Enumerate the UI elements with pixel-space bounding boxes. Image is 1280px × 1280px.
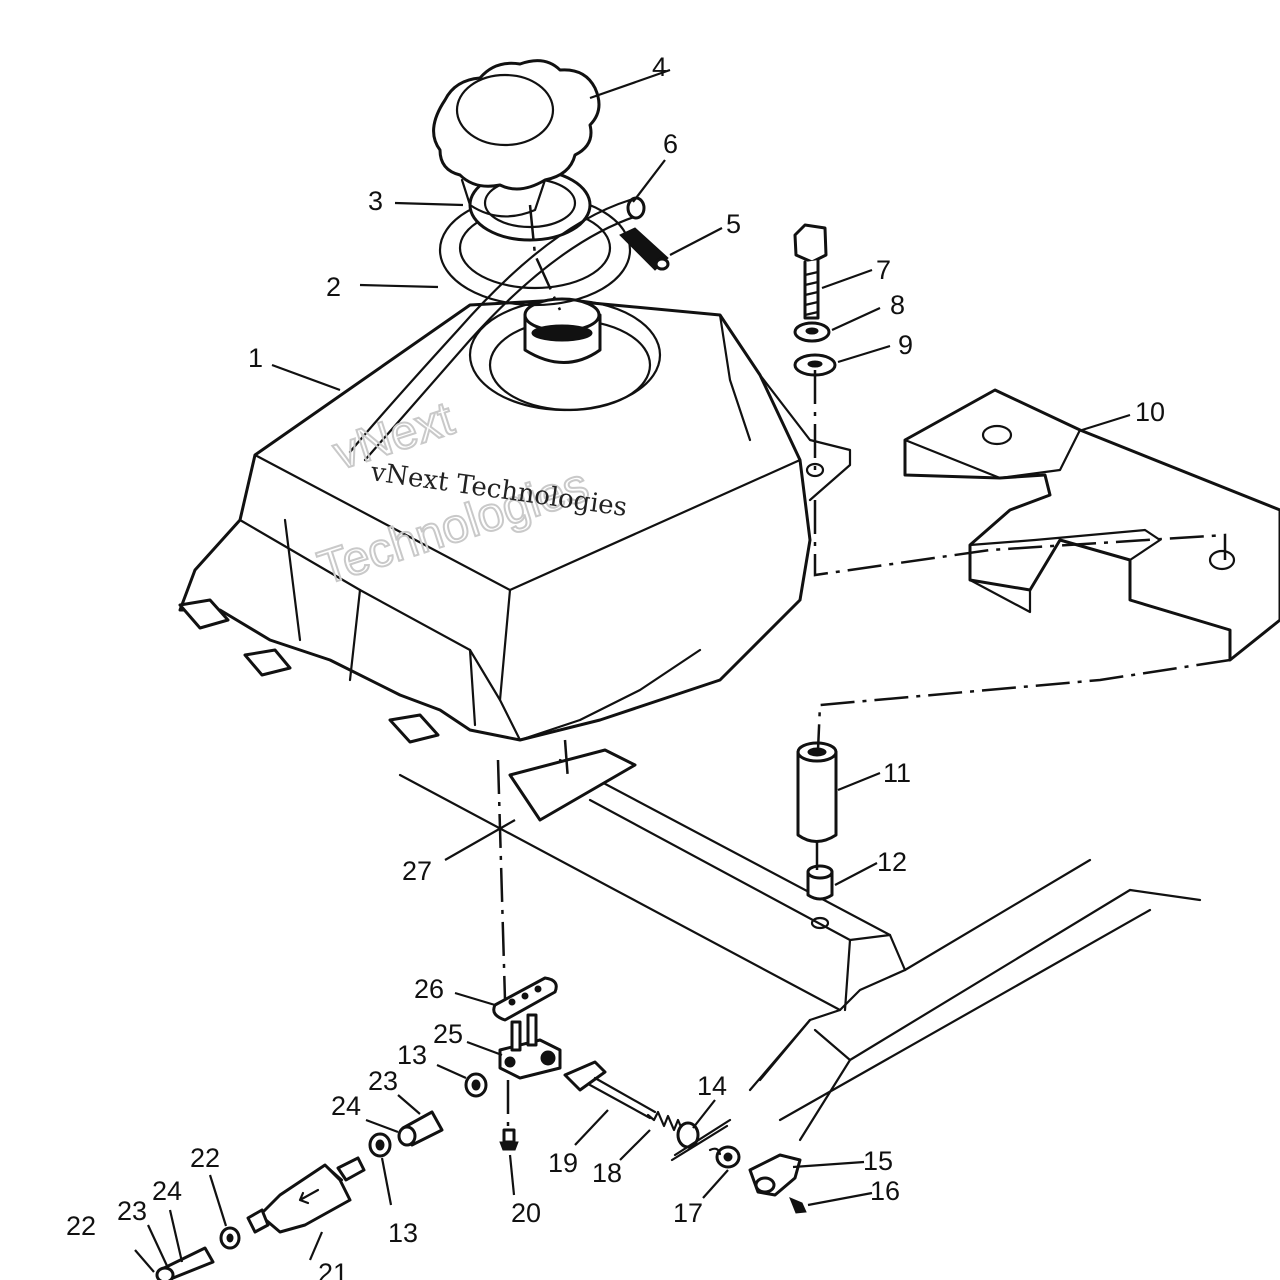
callout-8: 8 (890, 290, 905, 320)
mounting-bolt (793, 223, 828, 320)
callout-27: 27 (402, 856, 432, 886)
spacer-tube (796, 741, 838, 843)
callout-9: 9 (898, 330, 913, 360)
hose-clamp-lower (368, 1132, 392, 1158)
fuel-line-upper (397, 1110, 444, 1147)
callout-3: 3 (368, 186, 383, 216)
vent-fitting (619, 227, 670, 271)
callout-18: 18 (592, 1158, 622, 1188)
hose-clamp-bottom (219, 1226, 241, 1250)
detent-plate (670, 1118, 732, 1162)
callout-1: 1 (248, 343, 263, 373)
callout-26: 26 (414, 974, 444, 1004)
leader-lines (134, 68, 1131, 1273)
callout-15: 15 (863, 1146, 893, 1176)
valve-bracket (492, 976, 558, 1022)
callout-20: 20 (511, 1198, 541, 1228)
weld-nut (806, 864, 834, 930)
callout-19: 19 (548, 1148, 578, 1178)
callout-2: 2 (326, 272, 341, 302)
knob-screw (789, 1197, 807, 1214)
washer (793, 321, 831, 343)
valve-spring (646, 1110, 686, 1136)
vent-hose (348, 196, 646, 462)
hose-clamp-upper (464, 1072, 488, 1098)
fuel-filter (246, 1156, 366, 1234)
seat-bracket (903, 388, 1280, 662)
callout-10: 10 (1135, 397, 1165, 427)
fuel-cap (432, 59, 601, 218)
fuel-line-lower (155, 1246, 215, 1280)
callout-22-lower: 22 (66, 1211, 96, 1241)
valve-shaft (563, 1060, 657, 1120)
callout-23-lower: 23 (117, 1196, 147, 1226)
callout-11: 11 (883, 758, 911, 788)
callout-24-lower: 24 (152, 1176, 182, 1206)
callout-23-upper: 23 (368, 1066, 398, 1096)
fuel-valve (498, 1013, 562, 1080)
frame-rails (398, 758, 1202, 1142)
callout-labels: 1 2 3 4 5 6 7 8 9 10 11 12 13 13 14 15 1… (66, 52, 1165, 1280)
valve-knob (748, 1153, 802, 1197)
callout-14: 14 (697, 1071, 727, 1101)
fuel-tank (178, 297, 852, 744)
callout-25: 25 (433, 1019, 463, 1049)
callout-13-lower: 13 (388, 1218, 418, 1248)
callout-13-upper: 13 (397, 1040, 427, 1070)
callout-24-upper: 24 (331, 1091, 361, 1121)
valve-screw (499, 1128, 519, 1151)
rubber-washer (793, 353, 837, 377)
callout-7: 7 (876, 255, 891, 285)
assembly-centerlines (496, 204, 1231, 1130)
callout-17: 17 (673, 1198, 703, 1228)
valve-washer (708, 1145, 741, 1169)
callout-22-upper: 22 (190, 1143, 220, 1173)
callout-12: 12 (877, 847, 907, 877)
callout-16: 16 (870, 1176, 900, 1206)
callout-4: 4 (652, 52, 667, 82)
tank-pad (508, 748, 637, 822)
callout-21: 21 (318, 1258, 348, 1280)
callout-6: 6 (663, 129, 678, 159)
callout-5: 5 (726, 209, 741, 239)
